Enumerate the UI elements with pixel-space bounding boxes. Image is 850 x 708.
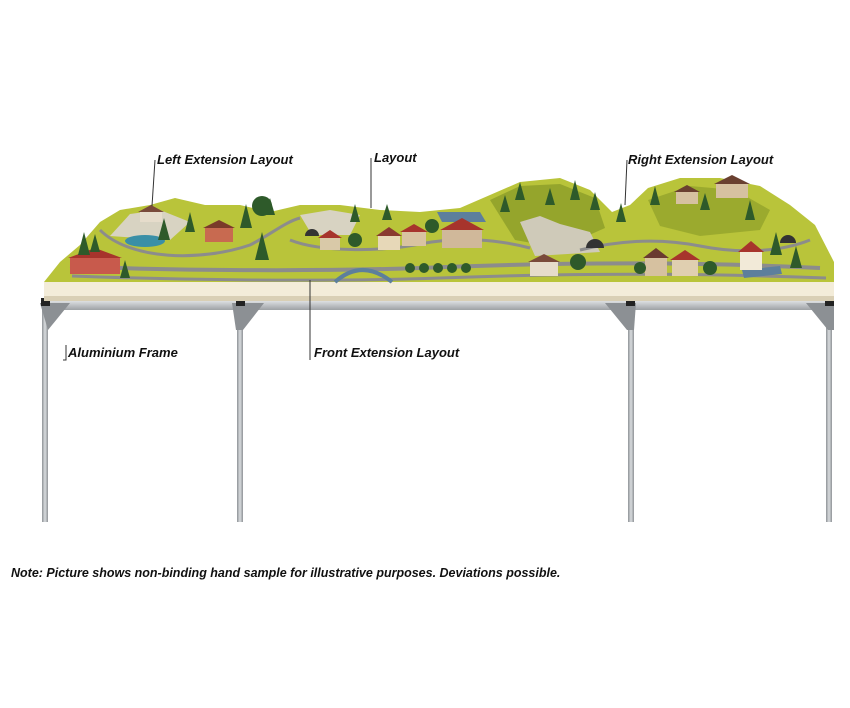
aluminium-frame	[40, 298, 834, 522]
label-left-extension-layout: Left Extension Layout	[157, 152, 293, 167]
label-layout: Layout	[374, 150, 417, 165]
layout-board	[44, 175, 834, 301]
bridge-icon	[333, 212, 782, 284]
tree-icon	[78, 180, 802, 278]
leader-lines	[63, 158, 628, 361]
disclaimer-note: Note: Picture shows non-binding hand sam…	[11, 566, 561, 580]
tunnel-icon	[305, 229, 796, 248]
label-aluminium-frame: Aluminium Frame	[68, 345, 178, 360]
house-icon	[68, 175, 764, 276]
label-front-extension-layout: Front Extension Layout	[314, 345, 460, 360]
label-right-extension-layout: Right Extension Layout	[628, 152, 774, 167]
